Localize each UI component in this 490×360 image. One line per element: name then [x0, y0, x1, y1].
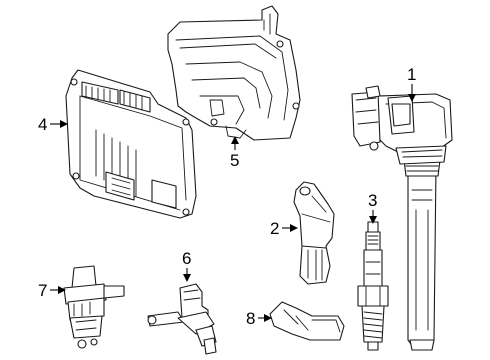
camshaft-sensor-icon [147, 283, 217, 355]
arrowhead-6 [183, 274, 191, 282]
callout-label-3: 3 [368, 191, 377, 210]
arrowhead-3 [369, 216, 377, 224]
arrowhead-4 [60, 120, 68, 128]
callout-4: 4 [38, 115, 68, 134]
callout-label-7: 7 [38, 281, 47, 300]
spark-plug-icon [357, 221, 389, 351]
callout-2: 2 [270, 219, 298, 238]
ignition-coil-icon [351, 85, 453, 351]
callout-8: 8 [246, 309, 272, 328]
arrowhead-2 [290, 224, 298, 232]
arrowhead-7 [58, 286, 66, 294]
callout-label-6: 6 [182, 249, 191, 268]
callout-6: 6 [182, 249, 191, 282]
bracket-sensor-icon [293, 181, 335, 285]
callout-label-2: 2 [270, 219, 279, 238]
knock-sensor-icon [269, 301, 345, 341]
arrowhead-1 [408, 94, 416, 102]
ecm-module-icon [65, 69, 197, 219]
crankshaft-sensor-icon [63, 265, 125, 349]
arrowhead-8 [264, 314, 272, 322]
callout-7: 7 [38, 281, 66, 300]
callout-1: 1 [407, 65, 416, 102]
callout-label-4: 4 [38, 115, 47, 134]
callout-label-1: 1 [407, 65, 416, 84]
arrowhead-5 [231, 136, 239, 144]
callout-label-8: 8 [246, 309, 255, 328]
callout-3: 3 [368, 191, 377, 224]
callout-label-5: 5 [230, 151, 239, 170]
module-bracket-icon [167, 5, 301, 141]
callout-5: 5 [230, 136, 239, 170]
